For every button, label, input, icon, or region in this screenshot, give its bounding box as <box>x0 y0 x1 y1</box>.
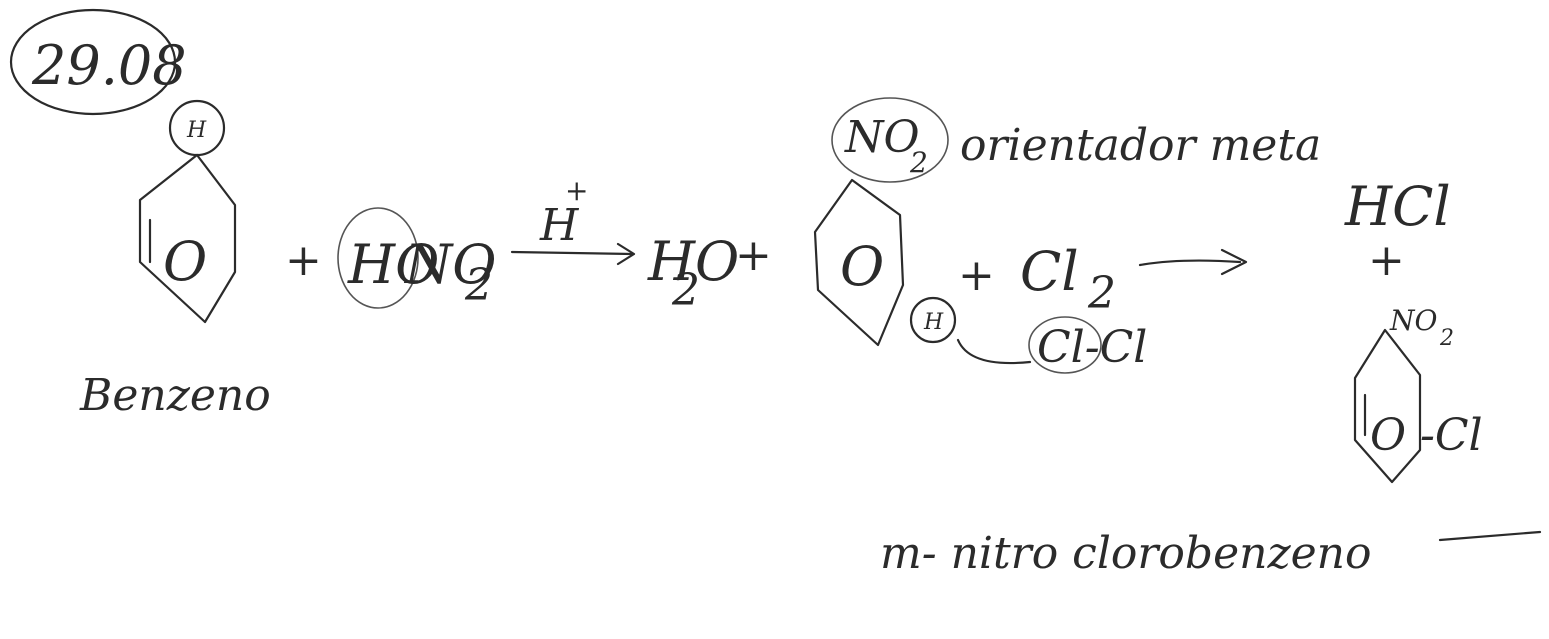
plus-sign-3: + <box>958 250 995 301</box>
cl-circle <box>1028 316 1102 374</box>
benzene-ring <box>138 153 237 324</box>
chlorine: Cl 2 Cl-Cl <box>1020 240 1147 374</box>
product-nitro-subscript: 2 <box>1439 326 1454 351</box>
product-name: m- nitro clorobenzeno <box>880 528 1372 579</box>
arrow-1-shaft <box>510 250 634 256</box>
arrow-2 <box>1138 248 1248 276</box>
nitro-group: NO <box>844 112 920 163</box>
catalyst: H <box>539 200 580 251</box>
arrow-1: H + <box>510 174 636 266</box>
arrow-2-head <box>1220 248 1248 276</box>
product-ring <box>1353 328 1422 484</box>
ho-circle <box>337 207 419 309</box>
product-ring-symbol: O <box>1370 410 1406 461</box>
date-note: 29.08 <box>9 8 187 116</box>
exchange-curve <box>956 338 1032 365</box>
plus-sign-4: + <box>1368 235 1405 286</box>
ring-h: H <box>923 310 944 335</box>
products: HCl + NO 2 O -Cl m- nitro clorobenzeno <box>880 175 1542 579</box>
nitrobenzene-ring-symbol: O <box>840 235 884 298</box>
benzene-label: Benzeno <box>79 370 271 421</box>
water-h: H <box>647 230 696 293</box>
nitrobenzene-molecule: NO 2 orientador meta O H <box>813 97 1321 365</box>
product-nitro: NO <box>1389 304 1438 337</box>
ring-h-circle <box>909 296 957 344</box>
benzene-ring-symbol: O <box>163 230 207 293</box>
orientation-note: orientador meta <box>960 120 1321 171</box>
date-circle <box>9 8 177 116</box>
nitro-circle <box>831 97 949 183</box>
chlorine-formula: Cl <box>1020 240 1079 303</box>
product-name-tail <box>1438 530 1542 542</box>
reagent-subscript: 2 <box>464 260 493 311</box>
hcl: HCl <box>1344 175 1451 238</box>
water-o: O <box>695 230 739 293</box>
arrow-2-shaft <box>1138 259 1242 267</box>
nitro-subscript: 2 <box>909 146 928 179</box>
catalyst-charge: + <box>565 174 588 207</box>
nitric-acid: HO NO 2 <box>337 207 497 311</box>
reagent-ho: HO <box>347 233 439 296</box>
water: H 2 O <box>647 230 739 316</box>
plus-sign-1: + <box>285 235 322 286</box>
product-chlorine: -Cl <box>1420 410 1483 461</box>
water-subscript: 2 <box>671 265 700 316</box>
reagent-no: NO <box>403 233 497 296</box>
chlorine-subscript: 2 <box>1087 268 1116 319</box>
date-text: 29.08 <box>31 34 187 97</box>
nitrobenzene-ring <box>813 178 905 347</box>
chlorine-bond: Cl-Cl <box>1037 322 1147 373</box>
benzene-h: H <box>186 118 207 143</box>
arrow-1-head <box>616 242 636 266</box>
plus-sign-2: + <box>735 230 772 281</box>
benzene-molecule: H O Benzeno <box>79 99 271 421</box>
